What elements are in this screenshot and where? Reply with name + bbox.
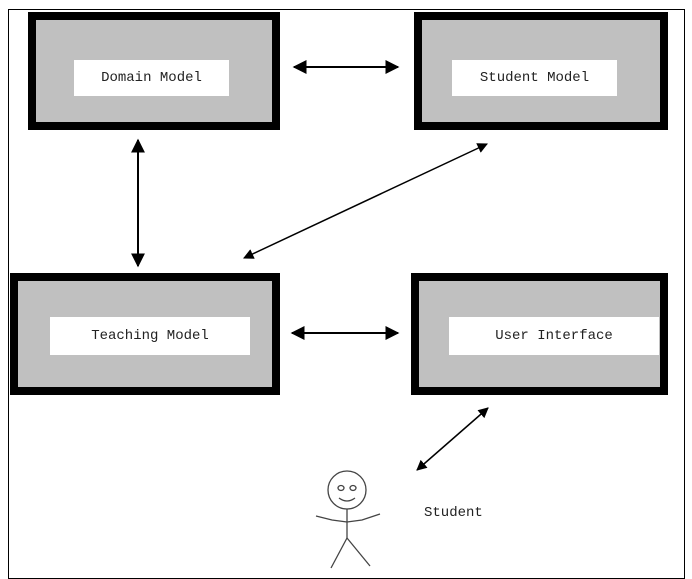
student-teaching-arrow xyxy=(243,143,488,259)
user-interface-label: User Interface xyxy=(449,317,659,355)
domain-model-box: Domain Model xyxy=(28,12,280,130)
teaching-model-label: Teaching Model xyxy=(50,317,250,355)
student-actor-label: Student xyxy=(424,505,483,521)
student-model-label: Student Model xyxy=(452,60,617,96)
user-interface-box: User Interface xyxy=(411,273,668,395)
ui-student-arrow xyxy=(416,407,489,471)
teaching-model-box: Teaching Model xyxy=(10,273,280,395)
student-model-box: Student Model xyxy=(414,12,668,130)
stick-figure-icon xyxy=(315,470,381,569)
domain-model-label: Domain Model xyxy=(74,60,229,96)
